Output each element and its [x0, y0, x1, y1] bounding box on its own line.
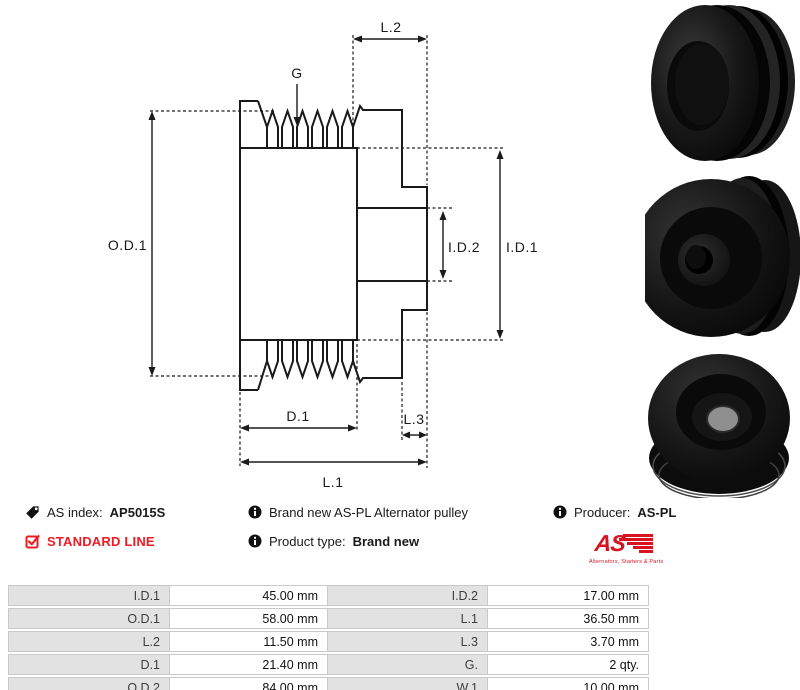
spec-value: 17.00 mm — [488, 585, 649, 606]
info-icon — [248, 505, 262, 519]
logo-stripe — [639, 550, 653, 553]
dimension-spec-table: I.D.1 45.00 mm I.D.2 17.00 mm O.D.1 58.0… — [8, 583, 649, 690]
dim-label-l3: L.3 — [404, 411, 425, 427]
info-icon — [553, 505, 567, 519]
spec-value: 84.00 mm — [170, 677, 328, 690]
spec-value: 36.50 mm — [488, 608, 649, 629]
pulley-outline — [239, 100, 428, 391]
spec-label: L.3 — [328, 631, 488, 652]
pulley-photo-top — [648, 354, 790, 498]
table-row: I.D.1 45.00 mm I.D.2 17.00 mm — [8, 585, 649, 606]
spec-label: L.1 — [328, 608, 488, 629]
dim-label-l2: L.2 — [381, 19, 402, 35]
standard-line-label: STANDARD LINE — [47, 533, 155, 549]
description-line: Brand new AS-PL Alternator pulley — [248, 504, 468, 520]
info-column-producer: Producer: AS-PL AS Alternators, Starters… — [553, 504, 676, 565]
spec-label: W.1 — [328, 677, 488, 690]
table-row: D.1 21.40 mm G. 2 qty. — [8, 654, 649, 675]
dim-label-od1: O.D.1 — [108, 237, 147, 253]
spec-label: L.2 — [8, 631, 170, 652]
spec-label: D.1 — [8, 654, 170, 675]
spec-value: 10.00 mm — [488, 677, 649, 690]
product-photo-column — [645, 2, 800, 498]
info-column-index: AS index: AP5015S STANDARD LINE — [25, 504, 165, 562]
spec-label: O.D.1 — [8, 608, 170, 629]
spec-label: I.D.2 — [328, 585, 488, 606]
pulley-dimension-drawing: O.D.1 G L.2 I.D.1 I.D.2 D.1 L.3 L.1 — [108, 19, 538, 490]
dim-label-g: G — [291, 65, 302, 81]
table-row: O.D.2 84.00 mm W.1 10.00 mm — [8, 677, 649, 690]
dim-label-l1: L.1 — [323, 474, 344, 490]
producer-label: Producer: — [574, 504, 631, 520]
as-index-label: AS index: — [47, 504, 103, 520]
pulley-photo-side — [645, 176, 800, 337]
as-pl-logo-mark: AS — [589, 530, 653, 557]
info-column-description: Brand new AS-PL Alternator pulley Produc… — [248, 504, 468, 562]
tag-icon — [25, 505, 40, 520]
spec-label: O.D.2 — [8, 677, 170, 690]
product-type-value: Brand new — [352, 533, 420, 549]
info-icon — [248, 534, 262, 548]
as-pl-logo-text: AS — [593, 530, 627, 556]
spec-value: 2 qty. — [488, 654, 649, 675]
logo-stripe — [627, 542, 653, 545]
dim-label-id1: I.D.1 — [506, 239, 538, 255]
reference-dashed-lines — [150, 35, 504, 468]
product-type-line: Product type: Brand new — [248, 533, 468, 549]
producer-value: AS-PL — [637, 504, 677, 520]
checkbox-checked-icon — [25, 534, 40, 549]
dimension-lines — [148, 35, 504, 466]
product-info-bar: AS index: AP5015S STANDARD LINE — [0, 504, 800, 576]
dim-label-id2: I.D.2 — [448, 239, 480, 255]
product-type-label: Product type: — [269, 533, 346, 549]
producer-line: Producer: AS-PL — [553, 504, 676, 520]
table-row: L.2 11.50 mm L.3 3.70 mm — [8, 631, 649, 652]
spec-value: 58.00 mm — [170, 608, 328, 629]
product-description: Brand new AS-PL Alternator pulley — [269, 504, 468, 520]
spec-value: 3.70 mm — [488, 631, 649, 652]
spec-label: G. — [328, 654, 488, 675]
logo-stripe — [623, 534, 653, 537]
table-row: O.D.1 58.00 mm L.1 36.50 mm — [8, 608, 649, 629]
pulley-photo-angled-rear — [651, 5, 795, 161]
logo-stripe — [619, 538, 653, 541]
spec-value: 11.50 mm — [170, 631, 328, 652]
spec-value: 21.40 mm — [170, 654, 328, 675]
spec-value: 45.00 mm — [170, 585, 328, 606]
standard-line-badge: STANDARD LINE — [25, 533, 165, 549]
dim-label-d1: D.1 — [286, 408, 309, 424]
as-pl-logo-tagline: Alternators, Starters & Parts — [589, 559, 664, 565]
spec-label: I.D.1 — [8, 585, 170, 606]
as-index-value: AP5015S — [109, 504, 166, 520]
as-index-line: AS index: AP5015S — [25, 504, 165, 520]
logo-stripe — [633, 546, 653, 549]
as-pl-logo: AS Alternators, Starters & Parts — [589, 530, 664, 565]
